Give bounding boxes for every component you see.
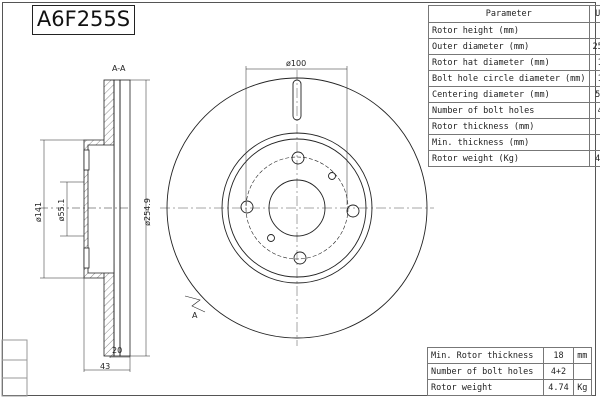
drawing-frame [2, 2, 596, 396]
table-row: Centering diameter (mm)55.1 [428, 86, 600, 103]
section-marker: A [192, 311, 198, 320]
summary-unit [572, 363, 593, 380]
dim-outer-diameter: ø254.9 [143, 198, 152, 226]
table-row: Rotor thickness (mm)20 [428, 118, 600, 135]
param-value: 43 [588, 22, 600, 39]
param-value: 55.1 [588, 86, 600, 103]
param-value: 4+2 [588, 102, 600, 119]
param-name: Rotor weight (Kg) [428, 150, 590, 167]
table-row: Bolt hole circle diameter (mm)100 [428, 70, 600, 87]
summary-value: 4.74 [543, 379, 574, 396]
table-row: Min. thickness (mm)18 [428, 134, 600, 151]
front-view [160, 66, 434, 346]
summary-unit: mm [572, 347, 593, 364]
param-value: 20 [588, 118, 600, 135]
summary-unit: Kg [572, 379, 593, 396]
param-name: Bolt hole circle diameter (mm) [428, 70, 590, 87]
dim-height: 43 [100, 362, 110, 371]
param-name: Number of bolt holes [428, 102, 590, 119]
table-row: Rotor weight (Kg)4.74 [428, 150, 600, 167]
table-row: Outer diameter (mm)254.9 [428, 38, 600, 55]
summary-param: Rotor weight [426, 379, 545, 396]
header-parameter: Parameter [428, 5, 590, 23]
table-row: Rotor hat diameter (mm)141 [428, 54, 600, 71]
param-name: Rotor height (mm) [428, 22, 590, 39]
param-value: 100 [588, 70, 600, 87]
frame-corner-marks [1, 339, 28, 397]
param-name: Min. thickness (mm) [428, 134, 590, 151]
summary-param: Number of bolt holes [426, 363, 545, 380]
section-label: A-A [112, 64, 126, 73]
param-value: 4.74 [588, 150, 600, 167]
param-name: Rotor hat diameter (mm) [428, 54, 590, 71]
dim-center-diameter: ø55.1 [57, 199, 66, 222]
param-name: Outer diameter (mm) [428, 38, 590, 55]
summary-param: Min. Rotor thickness [426, 347, 545, 364]
summary-value: 4+2 [543, 363, 574, 380]
table-row: Rotor height (mm)43 [428, 22, 600, 39]
summary-value: 18 [543, 347, 574, 364]
dim-thickness: 20 [112, 346, 122, 355]
header-unit: Unit [588, 5, 600, 23]
parameter-table: Parameter Unit Rotor height (mm)43 Outer… [428, 5, 600, 167]
param-value: 141 [588, 54, 600, 71]
part-number-title: A6F255S [32, 5, 135, 35]
param-name: Centering diameter (mm) [428, 86, 590, 103]
param-value: 254.9 [588, 38, 600, 55]
section-view [40, 79, 150, 372]
dim-bolt-circle: ø100 [286, 59, 306, 68]
dim-hat-diameter: ø141 [34, 202, 43, 222]
param-name: Rotor thickness (mm) [428, 118, 590, 135]
param-value: 18 [588, 134, 600, 151]
table-header: Parameter Unit [428, 5, 600, 23]
